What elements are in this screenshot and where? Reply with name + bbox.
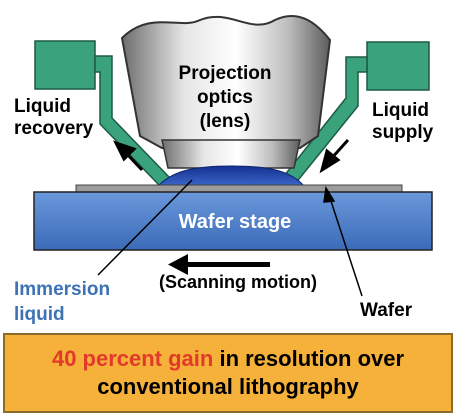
liquid-recovery-box xyxy=(34,40,96,90)
liquid-supply-label: Liquid supply xyxy=(372,100,433,144)
banner-highlight: 40 percent gain xyxy=(51,346,214,371)
liquid-recovery-line-2: recovery xyxy=(14,118,94,139)
immersion-liquid xyxy=(156,165,306,187)
liquid-supply-box xyxy=(366,41,430,91)
resolution-banner: 40 percent gain in resolution over conve… xyxy=(3,333,453,413)
wafer-label: Wafer xyxy=(360,300,413,321)
scanning-motion-arrow xyxy=(168,254,270,275)
banner-line-1: 40 percent gain in resolution over xyxy=(52,345,404,373)
wafer-pointer xyxy=(323,185,363,297)
banner-line-2: conventional lithography xyxy=(97,374,359,399)
immersion-line-2: liquid xyxy=(14,304,65,325)
supply-flow-arrow xyxy=(319,138,350,174)
banner-rest: in resolution over xyxy=(213,346,405,371)
immersion-liquid-label: Immersion liquid xyxy=(14,277,110,327)
liquid-recovery-label: Liquid recovery xyxy=(14,96,93,140)
projection-lens xyxy=(120,14,332,149)
liquid-supply-line-2: supply xyxy=(372,122,434,143)
wafer xyxy=(75,184,403,193)
scanning-motion-label: (Scanning motion) xyxy=(159,272,317,292)
lens-line-1: Projection xyxy=(178,63,272,84)
lens-line-2: optics xyxy=(197,87,253,108)
immersion-pointer-line xyxy=(97,179,193,276)
wafer-stage-label: Wafer stage xyxy=(178,211,292,233)
projection-optics-label: Projection optics (lens) xyxy=(150,62,300,134)
liquid-supply-line-1: Liquid xyxy=(372,100,429,121)
lens-line-3: (lens) xyxy=(199,111,251,132)
lens-neck xyxy=(161,139,301,169)
immersion-line-1: Immersion xyxy=(14,279,111,300)
liquid-recovery-line-1: Liquid xyxy=(14,96,71,117)
recovery-flow-arrow xyxy=(113,140,144,172)
wafer-stage xyxy=(33,191,433,251)
